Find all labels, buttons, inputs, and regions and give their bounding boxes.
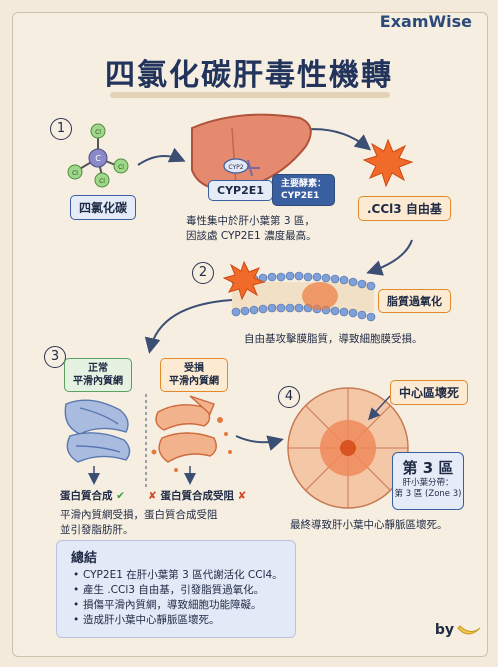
- cyp2-badge-icon: [223, 158, 249, 174]
- zone3-subtitle: 肝小葉分帶： 第 3 區 (Zone 3): [394, 478, 462, 499]
- damaged-result-label: ✘ 蛋白質合成受阻 ✘: [148, 489, 246, 504]
- step4-caption: 最終導致肝小葉中心靜脈區壞死。: [290, 519, 448, 531]
- atom-c-label: C: [95, 154, 101, 163]
- step3-caption: 平滑內質網受損，蛋白質合成受阻 並引發脂肪肝。: [60, 509, 218, 536]
- ccl4-molecule-icon: [67, 123, 129, 188]
- cross-icon: ✘: [237, 490, 247, 502]
- summary-item: 產生 .CCl3 自由基，引發脂質過氧化。: [73, 583, 295, 598]
- cross-icon: ✘: [148, 490, 157, 502]
- step1-caption: 毒性集中於肝小葉第 3 區， 因該處 CYP2E1 濃度最高。: [186, 215, 317, 242]
- summary-box: 總結 CYP2E1 在肝小葉第 3 區代謝活化 CCl4。 產生 .CCl3 自…: [56, 540, 296, 638]
- title-underline: [110, 92, 390, 98]
- atom-cl-label: Cl: [95, 129, 101, 136]
- step-number-1: 1: [50, 118, 72, 140]
- damaged-er-label: 受損 平滑內質網: [160, 358, 228, 392]
- liver-lobule-icon: [287, 387, 409, 509]
- summary-item: CYP2E1 在肝小葉第 3 區代謝活化 CCl4。: [73, 568, 295, 583]
- ccl4-label: 四氯化碳: [70, 195, 137, 220]
- atom-cl-label: Cl: [72, 170, 78, 177]
- arrow-to-lobule: [235, 435, 284, 451]
- cyp2-badge-label: CYP2: [228, 164, 243, 171]
- radical-attack-icon: [222, 260, 266, 301]
- step-number-3: 3: [44, 346, 66, 368]
- byline: by: [434, 622, 454, 638]
- step-number-2: 2: [192, 262, 214, 284]
- brand-logo: ExamWise: [379, 12, 472, 31]
- radical-label: .CCl3 自由基: [358, 196, 451, 221]
- atom-cl-label: Cl: [99, 178, 105, 185]
- summary-list: CYP2E1 在肝小葉第 3 區代謝活化 CCl4。 產生 .CCl3 自由基，…: [57, 568, 295, 628]
- radical-burst-icon: [362, 138, 414, 188]
- protein-blocked-text: 蛋白質合成受阻: [160, 490, 234, 502]
- normal-er-label: 正常 平滑內質網: [64, 358, 132, 392]
- page-title: 四氯化碳肝毒性機轉: [105, 58, 393, 93]
- damaged-er-icon: [155, 395, 217, 463]
- summary-heading: 總結: [71, 551, 98, 566]
- lipid-peroxidation-label: 脂質過氧化: [378, 289, 451, 313]
- arrow-to-membrane: [366, 239, 413, 276]
- main-enzyme-tag: 主要酵素： CYP2E1: [272, 174, 336, 206]
- atom-cl-label: Cl: [118, 164, 124, 171]
- summary-item: 損傷平滑內質網，導致細胞功能障礙。: [73, 598, 295, 613]
- summary-item: 造成肝小葉中心靜脈區壞死。: [73, 613, 295, 628]
- lipid-membrane-icon: [231, 271, 376, 322]
- step-number-4: 4: [278, 386, 300, 408]
- check-icon: ✔: [116, 490, 125, 502]
- zone3-title: 第 3 區: [402, 459, 454, 477]
- arrow-to-liver: [137, 147, 186, 166]
- necrosis-label: 中心區壞死: [390, 380, 469, 405]
- step2-caption: 自由基攻擊膜脂質，導致細胞膜受損。: [244, 333, 423, 345]
- normal-er-icon: [64, 399, 131, 463]
- arrow-to-er: [144, 299, 233, 354]
- protein-synthesis-text: 蛋白質合成: [60, 490, 113, 502]
- zone3-box: 第 3 區 肝小葉分帶： 第 3 區 (Zone 3): [392, 452, 464, 510]
- damage-dots-icon: [151, 417, 232, 472]
- cyp2e1-label: CYP2E1: [208, 180, 273, 201]
- banana-icon: [457, 625, 481, 635]
- arrow-to-necrosis: [367, 395, 391, 421]
- normal-result-label: 蛋白質合成 ✔: [60, 489, 125, 504]
